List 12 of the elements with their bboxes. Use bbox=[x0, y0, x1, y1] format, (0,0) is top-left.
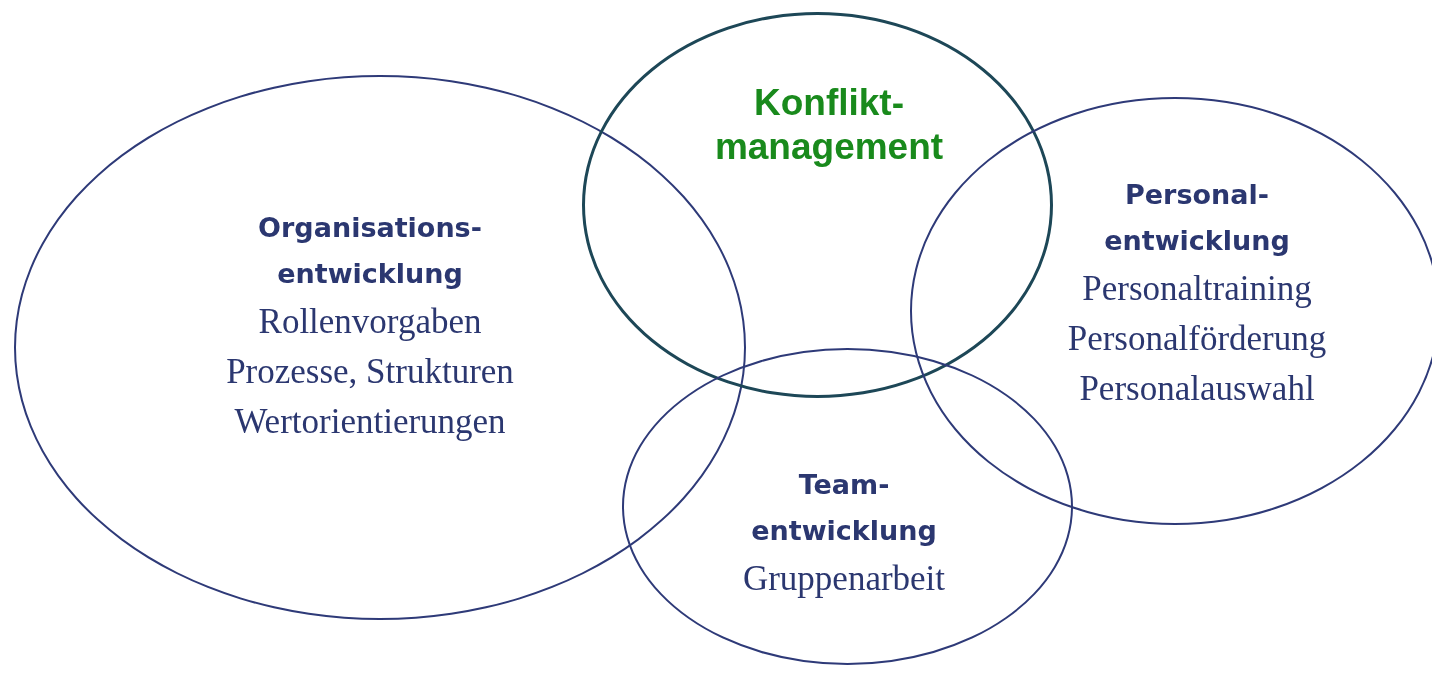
title-text: Konflikt- management bbox=[713, 81, 945, 169]
item-text: Rollenvorgaben bbox=[258, 301, 482, 343]
item-text: Gruppenarbeit bbox=[742, 558, 946, 600]
item-text: Personalauswahl bbox=[1079, 368, 1315, 410]
item-text: Personalförderung bbox=[1067, 318, 1327, 360]
heading-text: Team- entwicklung bbox=[750, 468, 938, 548]
heading-text: Organisations- entwicklung bbox=[257, 211, 483, 291]
item-text: Prozesse, Strukturen bbox=[226, 351, 514, 393]
ellipse bbox=[582, 12, 1053, 398]
heading-text: Personal- entwicklung bbox=[1103, 178, 1291, 258]
item-text: Personaltraining bbox=[1082, 268, 1312, 310]
item-text: Wertorientierungen bbox=[234, 401, 506, 443]
